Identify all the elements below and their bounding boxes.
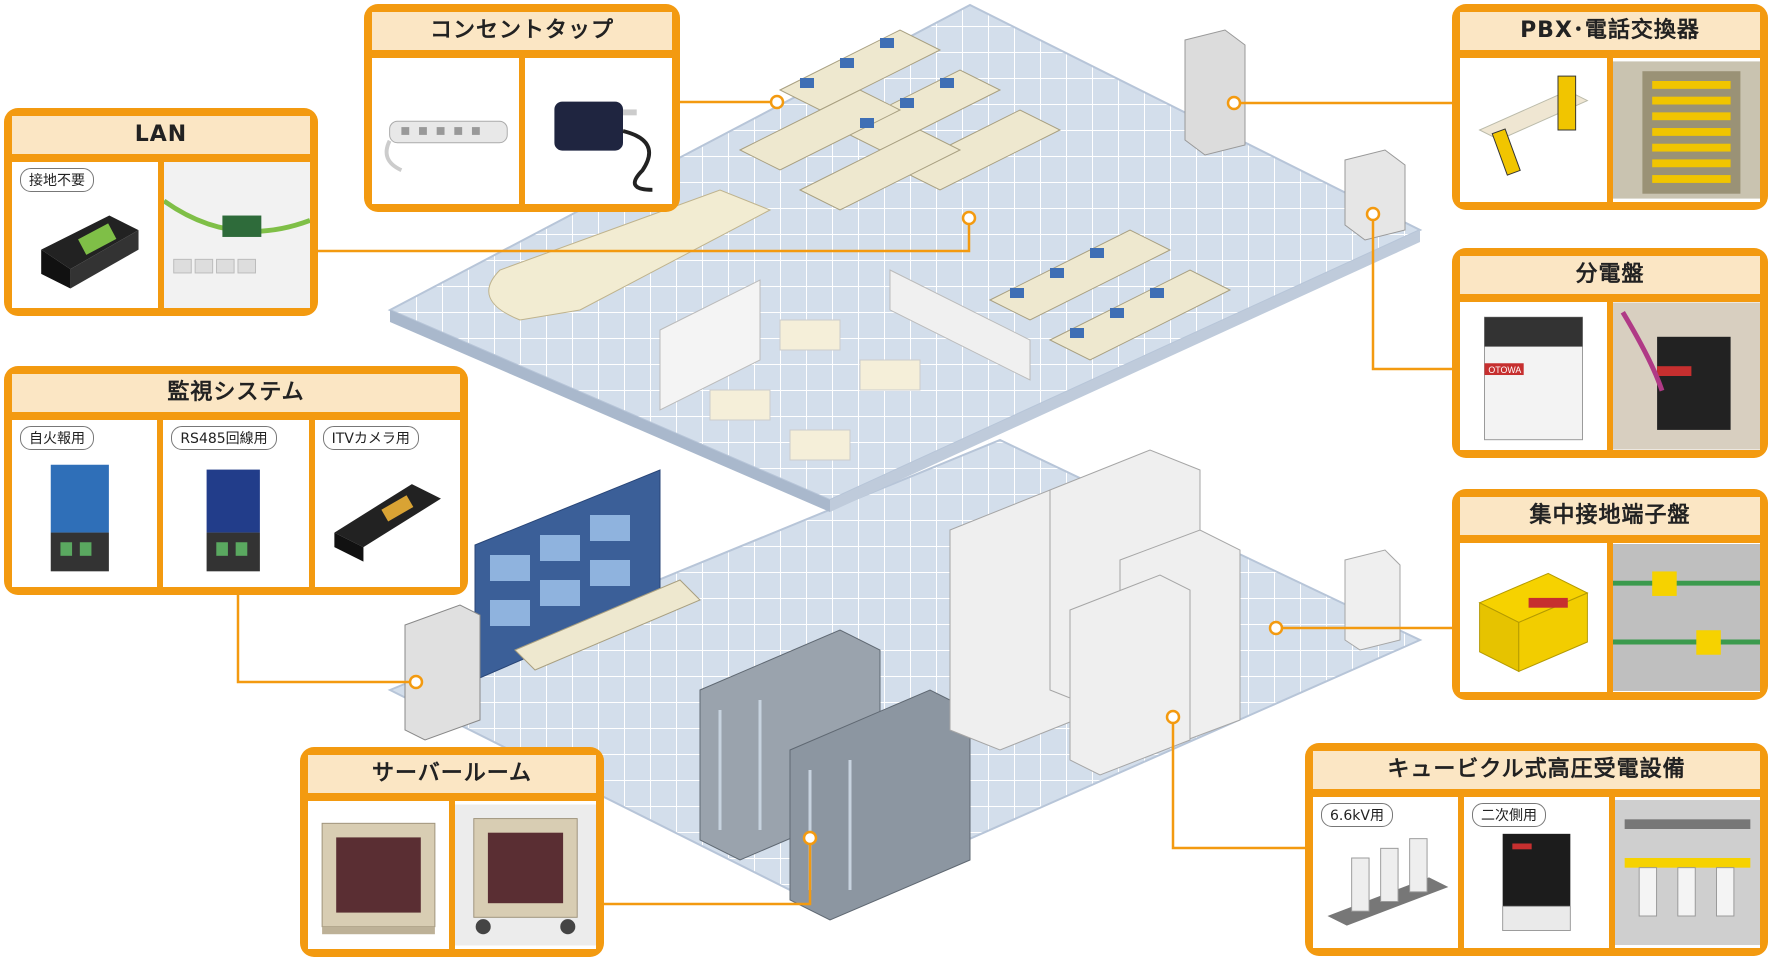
panel-cubicle-equipment: キュービクル式高圧受電設備 6.6kV用 二次側用	[1305, 743, 1768, 956]
panel-title: コンセントタップ	[372, 12, 672, 50]
tag-6-6kv: 6.6kV用	[1321, 803, 1393, 827]
power-strip-photo	[372, 58, 519, 204]
panel-grounding-terminal: 集中接地端子盤	[1452, 489, 1768, 700]
panel-title: PBX･電話交換器	[1460, 12, 1760, 50]
brand-label: OTOWA	[1488, 365, 1521, 375]
tag-secondary-side: 二次側用	[1472, 803, 1546, 827]
itv-camera-spd-photo: ITVカメラ用	[314, 420, 460, 587]
lan-installed-photo	[164, 162, 310, 308]
panel-pbx: PBX･電話交換器	[1452, 4, 1768, 210]
panel-title: 分電盤	[1460, 256, 1760, 294]
grounding-spd-photo	[1460, 543, 1607, 692]
tag-fire-alarm: 自火報用	[20, 426, 94, 450]
leader-lines	[236, 100, 1452, 906]
hv-arrester-photo: 6.6kV用	[1313, 797, 1458, 948]
pbx-installed-photo	[1613, 58, 1760, 202]
panel-title: サーバールーム	[308, 755, 596, 793]
server-racks	[699, 629, 971, 921]
panel-title: 監視システム	[12, 374, 460, 412]
monitor-console	[404, 604, 481, 741]
distribution-spd-photo: OTOWA	[1460, 302, 1607, 450]
reception-counter	[488, 189, 772, 321]
rs485-spd-photo: RS485回線用	[163, 420, 309, 587]
panel-outlet-tap: コンセントタップ	[364, 4, 680, 212]
electrical-cabinets	[949, 449, 1401, 776]
cubicle-installed-photo	[1615, 797, 1760, 948]
office-desks	[738, 29, 1232, 361]
panel-title: 集中接地端子盤	[1460, 497, 1760, 535]
lan-protector-photo: 接地不要	[12, 162, 158, 308]
surge-adapter-photo	[525, 58, 672, 204]
panel-server-room: サーバールーム	[300, 747, 604, 957]
fire-alarm-spd-photo: 自火報用	[12, 420, 158, 587]
meeting-area	[659, 269, 1031, 461]
telecom-spd-photo	[1460, 58, 1607, 202]
distribution-installed-photo	[1613, 302, 1760, 450]
tag-rs485: RS485回線用	[171, 426, 277, 450]
tag-no-grounding: 接地不要	[20, 168, 94, 192]
tag-itv-camera: ITVカメラ用	[322, 426, 419, 450]
panel-distribution-board: 分電盤 OTOWA	[1452, 248, 1768, 458]
isolation-transformer-photo	[308, 801, 449, 949]
video-wall	[474, 469, 701, 681]
isolation-transformer-cart-photo	[455, 801, 596, 949]
grounding-installed-photo	[1613, 543, 1760, 692]
panel-title: キュービクル式高圧受電設備	[1313, 751, 1760, 789]
panel-lan: LAN 接地不要	[4, 108, 318, 316]
rack-upper	[1184, 29, 1406, 241]
panel-title: LAN	[12, 116, 310, 154]
secondary-spd-photo: 二次側用	[1464, 797, 1609, 948]
panel-monitoring-system: 監視システム 自火報用 RS485回線用 ITVカメラ用	[4, 366, 468, 595]
